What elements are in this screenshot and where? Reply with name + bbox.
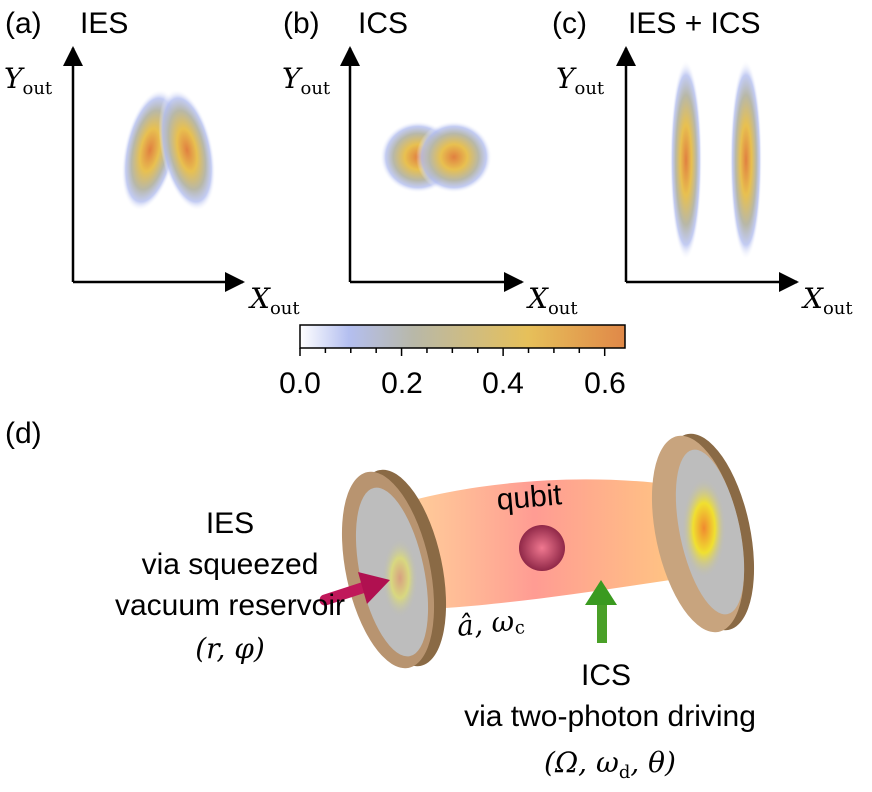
colorbar-tick-label: 0.2 bbox=[381, 367, 423, 400]
panel-tag: (a) bbox=[5, 7, 42, 40]
mode-label: â, ωc bbox=[455, 603, 526, 645]
qubit-sphere bbox=[519, 525, 565, 571]
ies-description: via squeezed bbox=[142, 548, 319, 581]
y-axis-label: Yout bbox=[556, 62, 605, 99]
distribution-lobe bbox=[158, 89, 216, 211]
ies-description: vacuum reservoir bbox=[115, 589, 345, 622]
y-axis-label: Yout bbox=[282, 62, 331, 99]
colorbar: 0.0 0.2 0.4 0.6 bbox=[279, 324, 626, 400]
distribution-lobe bbox=[730, 60, 762, 260]
panel-a: (a) IES Yout Xout bbox=[4, 7, 300, 319]
x-axis-label: Xout bbox=[801, 282, 853, 319]
ics-label: ICS bbox=[581, 659, 631, 692]
ies-label: IES bbox=[206, 507, 254, 540]
panel-d: (d) qubit â, ωc IES bbox=[5, 417, 756, 783]
ies-parameters: (r, φ) bbox=[195, 632, 265, 665]
colorbar-gradient bbox=[299, 324, 626, 349]
x-axis-label: Xout bbox=[526, 282, 578, 319]
ics-description: via two-photon driving bbox=[464, 700, 756, 733]
ics-arrow-icon bbox=[585, 580, 617, 643]
panel-b: (b) ICS Yout Xout bbox=[282, 7, 578, 319]
colorbar-tick-label: 0.6 bbox=[584, 367, 626, 400]
panel-title: IES bbox=[80, 7, 128, 40]
left-mirror bbox=[341, 469, 447, 669]
panel-title: IES + ICS bbox=[628, 7, 761, 40]
panel-tag: (c) bbox=[552, 7, 587, 40]
right-mirror bbox=[651, 433, 755, 633]
colorbar-tick-label: 0.4 bbox=[482, 367, 524, 400]
ies-arrow-icon bbox=[319, 572, 390, 606]
qubit-label: qubit bbox=[495, 478, 563, 517]
panel-c: (c) IES + ICS Yout Xout bbox=[552, 7, 853, 319]
ics-parameters: (Ω, ωd, θ) bbox=[544, 746, 676, 783]
x-axis-label: Xout bbox=[248, 282, 300, 319]
distribution-lobe bbox=[416, 121, 492, 193]
panel-title: ICS bbox=[358, 7, 408, 40]
colorbar-tick-label: 0.0 bbox=[279, 367, 321, 400]
distribution-lobe bbox=[670, 60, 702, 260]
panel-tag: (d) bbox=[5, 417, 42, 450]
panel-tag: (b) bbox=[283, 7, 320, 40]
y-axis-label: Yout bbox=[4, 62, 53, 99]
colorbar-ticks bbox=[299, 348, 606, 356]
